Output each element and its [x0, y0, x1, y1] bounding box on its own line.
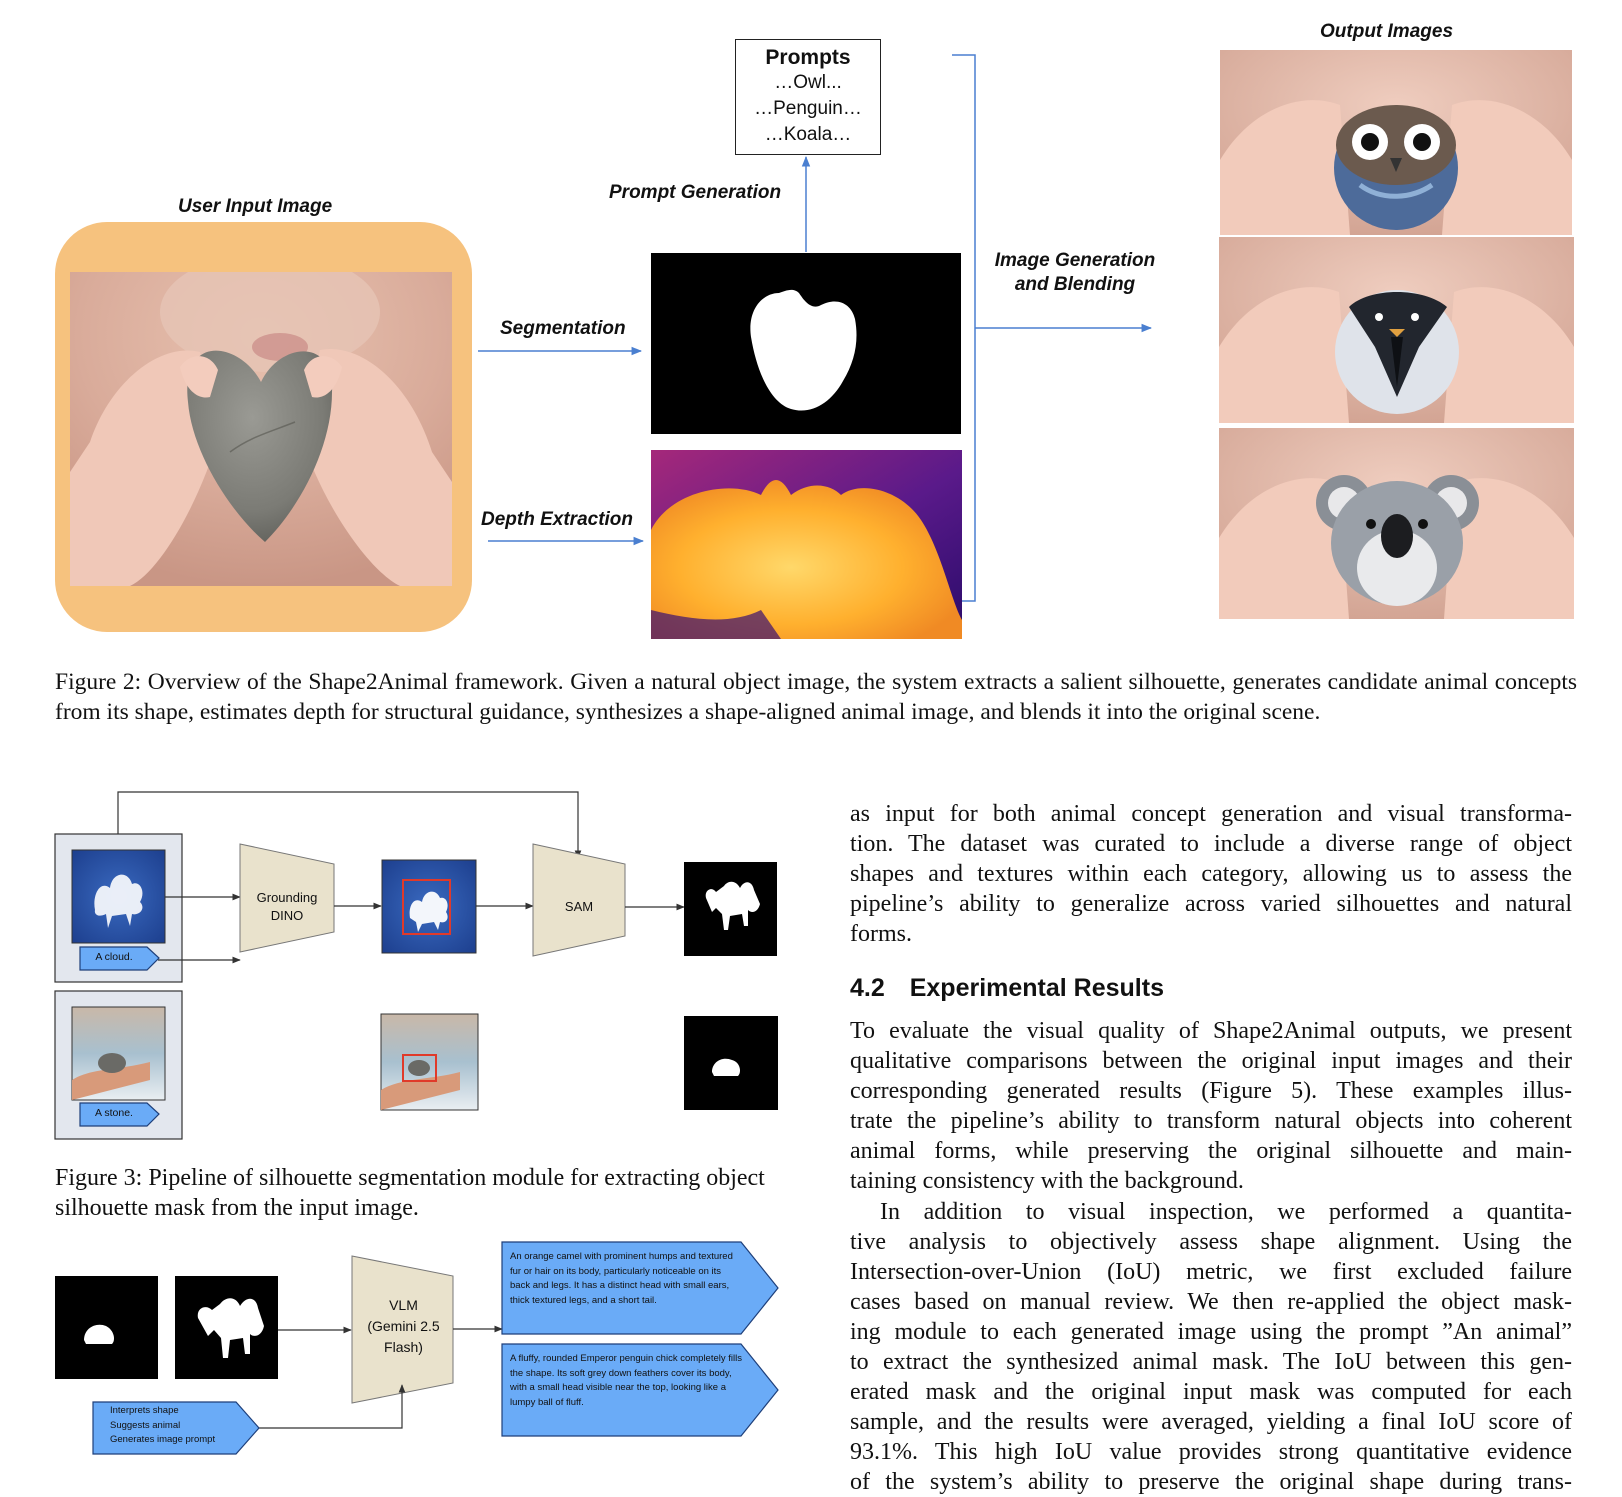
- sam-block: [532, 843, 626, 957]
- vlm-line-3: Flash): [384, 1339, 423, 1355]
- output-image-penguin: [1219, 237, 1574, 423]
- output-prompt-penguin-text: A fluffy, rounded Emperor penguin chick …: [510, 1353, 742, 1408]
- vlm-label: VLM (Gemini 2.5 Flash): [356, 1295, 451, 1358]
- output-prompt-camel-text: An orange camel with prominent humps and…: [510, 1251, 733, 1306]
- prompt-generation-label: Prompt Generation: [609, 182, 782, 203]
- results-paragraph-2: In addition to visual inspection, we per…: [850, 1197, 1572, 1497]
- p2-line-9: 93.1%. This high IoU value provides stro…: [850, 1439, 1572, 1465]
- p2-line-5: ing module to each generated image using…: [850, 1319, 1572, 1345]
- figure-3-diagram: [54, 791, 778, 1140]
- cloud-prompt-tag: [79, 946, 160, 971]
- sam-label: SAM: [564, 899, 594, 914]
- image-generation-label: Image Generation and Blending: [975, 250, 1175, 296]
- output-bubble-penguin: [501, 1343, 779, 1437]
- grounding-dino-label: Grounding DINO: [240, 889, 334, 925]
- segmentation-mask: [651, 253, 961, 434]
- p1-line-6: taining consistency with the background.: [850, 1168, 1244, 1194]
- grounding-dino-line-1: Grounding: [256, 890, 318, 905]
- p2-line-10: of the system’s ability to preserve the …: [850, 1469, 1572, 1495]
- image-generation-line-1: Image Generation: [994, 250, 1156, 271]
- stone-bounding-box: [402, 1054, 437, 1082]
- instruction-bubble: [92, 1401, 260, 1455]
- continuation-paragraph: as input for both animal concept generat…: [850, 799, 1572, 949]
- instruction-line-3: Generates image prompt: [110, 1434, 216, 1445]
- cloud-bounding-box: [402, 879, 451, 935]
- stone-hand: [72, 1062, 150, 1100]
- instruction-line-1: Interprets shape: [110, 1405, 179, 1416]
- vlm-block: [351, 1255, 454, 1404]
- vlm-line-2: (Gemini 2.5: [367, 1318, 440, 1334]
- prompt-item-penguin: …Penguin…: [754, 98, 862, 119]
- prompt-item-koala: …Koala…: [764, 124, 852, 145]
- cont-line-2: tion. The dataset was curated to include…: [850, 831, 1572, 857]
- vlm-line-1: VLM: [389, 1297, 418, 1313]
- p2-line-8: sample, and the results were averaged, y…: [850, 1409, 1572, 1435]
- p2-line-6: to extract the synthesized animal mask. …: [850, 1349, 1572, 1375]
- p2-line-4: cases based on manual review. We then re…: [850, 1289, 1572, 1315]
- grounding-dino-line-2: DINO: [270, 908, 304, 923]
- p1-line-5: animal forms, while preserving the origi…: [850, 1138, 1572, 1164]
- grounding-dino-block: [239, 843, 335, 953]
- output-image-owl: [1220, 50, 1572, 235]
- cloud-shape: [94, 874, 143, 928]
- figure-2-connectors: [478, 54, 1153, 602]
- stone-prompt-text: A stone.: [95, 1107, 133, 1119]
- output-image-koala: [1219, 428, 1574, 619]
- section-title: Experimental Results: [909, 974, 1164, 1002]
- output-images-label: Output Images: [1320, 21, 1454, 42]
- p2-line-1: In addition to visual inspection, we per…: [880, 1199, 1572, 1225]
- depth-map: [651, 450, 962, 639]
- p1-line-3: corresponding generated results (Figure …: [850, 1078, 1572, 1104]
- section-number: 4.2: [850, 974, 885, 1002]
- p1-line-1: To evaluate the visual quality of Shape2…: [850, 1018, 1572, 1044]
- user-input-image-label: User Input Image: [178, 196, 333, 217]
- prompts-box: Prompts …Owl... …Penguin… …Koala…: [735, 39, 881, 155]
- user-input-image: [70, 272, 452, 586]
- prompt-item-owl: …Owl...: [774, 72, 842, 93]
- image-generation-line-2: and Blending: [1014, 274, 1136, 295]
- cloud-prompt-text: A cloud.: [95, 951, 133, 963]
- cont-line-5: forms.: [850, 921, 912, 947]
- instruction-text: Interprets shape Suggests animal Generat…: [110, 1404, 260, 1448]
- stone-prompt-tag: [79, 1102, 160, 1127]
- p2-line-3: Intersection-over-Union (IoU) metric, we…: [850, 1259, 1572, 1285]
- output-bubble-camel: [501, 1241, 779, 1335]
- depth-extraction-label: Depth Extraction: [481, 509, 634, 530]
- figure-3-caption: Figure 3: Pipeline of silhouette segment…: [55, 1165, 765, 1221]
- stone-shape: [98, 1053, 126, 1073]
- p1-line-2: qualitative comparisons between the orig…: [850, 1048, 1572, 1074]
- figure-4-diagram: [55, 1241, 779, 1455]
- p2-line-2: tive analysis to objectively assess shap…: [850, 1229, 1572, 1255]
- results-paragraph-1: To evaluate the visual quality of Shape2…: [850, 1016, 1572, 1196]
- prompts-title: Prompts: [765, 46, 851, 69]
- cont-line-1: as input for both animal concept generat…: [850, 801, 1572, 827]
- feedback-line: [117, 791, 582, 859]
- p1-line-4: trate the pipeline’s ability to transfor…: [850, 1108, 1572, 1134]
- p2-line-7: erated mask and the original input mask …: [850, 1379, 1572, 1405]
- segmentation-label: Segmentation: [500, 318, 626, 339]
- cont-line-3: shapes and textures within each category…: [850, 861, 1572, 887]
- figure-2-caption: Figure 2: Overview of the Shape2Animal f…: [55, 669, 1577, 725]
- cont-line-4: pipeline’s ability to generalize across …: [850, 891, 1572, 917]
- instruction-line-2: Suggests animal: [110, 1419, 181, 1431]
- section-heading: 4.2 Experimental Results: [850, 974, 1164, 1003]
